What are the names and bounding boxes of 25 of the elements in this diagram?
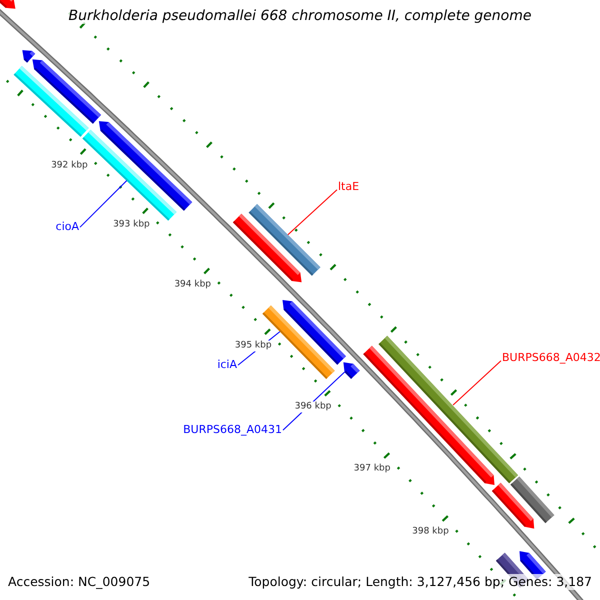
gene-block: [22, 50, 36, 63]
gene-label: BURPS668_A0432: [502, 351, 600, 364]
scale-label: 396 kbp: [294, 402, 332, 413]
gene-label: iciA: [217, 358, 237, 371]
gene-bar: [510, 476, 554, 524]
gene-block: [0, 0, 16, 9]
gene-block: [343, 362, 360, 379]
gene-label: cioA: [56, 220, 79, 233]
leader-line: [80, 180, 128, 228]
gene-block: [282, 300, 346, 365]
scale-label: 393 kbp: [113, 220, 150, 231]
scale-label: 395 kbp: [234, 340, 272, 352]
gene-block: [32, 59, 102, 124]
leader-line: [287, 189, 338, 236]
footer-text: Topology: circular; Length: 3,127,456 bp; Genes: 3,187: [246, 574, 594, 590]
gene-label: BURPS668_A0431: [183, 423, 282, 436]
scale-label: 392 kbp: [51, 160, 88, 172]
leader-line: [452, 360, 502, 406]
gene-block: [98, 121, 192, 211]
scale-label: 398 kbp: [412, 526, 449, 538]
scale-label: 394 kbp: [174, 280, 212, 291]
scale-label: 397 kbp: [354, 464, 390, 475]
gene-bar: [248, 204, 320, 276]
title: Burkholderia pseudomallei 668 chromosome II, complete genome: [66, 8, 534, 24]
gene-label: ltaE: [338, 180, 360, 193]
